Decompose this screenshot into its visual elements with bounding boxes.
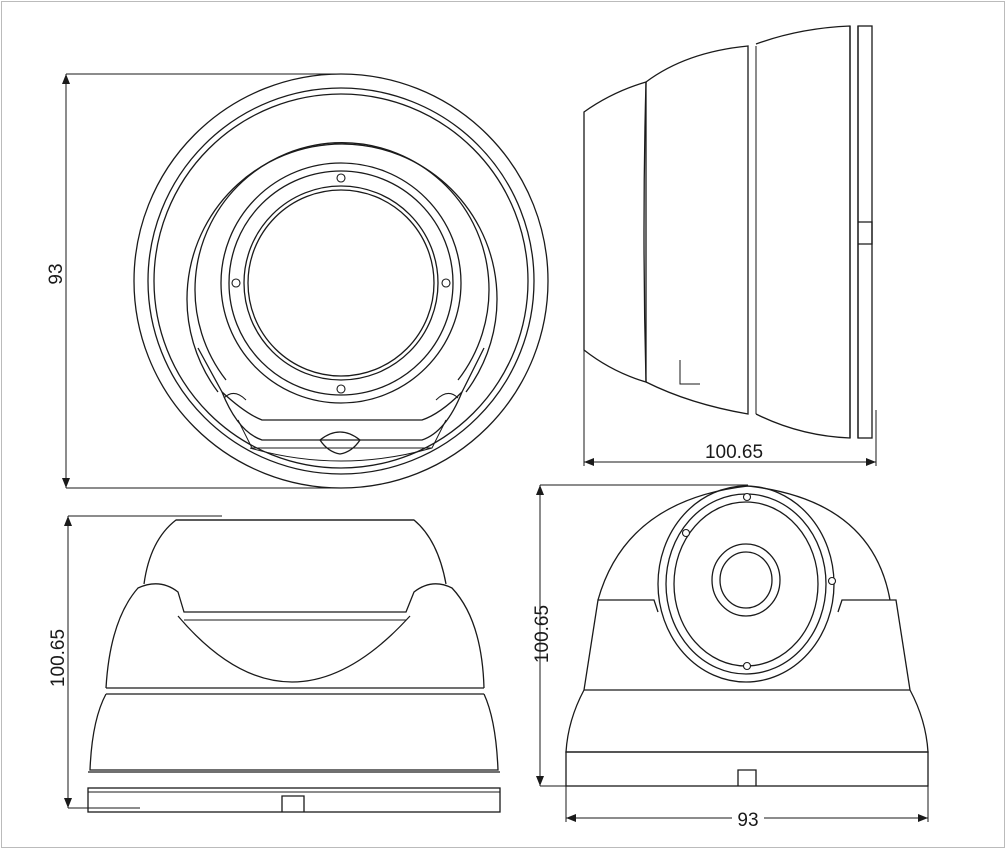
dimension-93-front: 93 (46, 73, 340, 489)
dimension-label-elevation-height: 100.65 (48, 629, 69, 687)
dimension-100-65-oblique: 100.65 (532, 484, 748, 787)
dimension-label-side-width: 100.65 (705, 442, 763, 463)
dimension-100-65-side: 100.65 (583, 330, 877, 466)
dimension-93-oblique: 93 (565, 786, 929, 831)
dimension-label-front-height: 93 (46, 263, 67, 284)
mount-hole-right (441, 278, 451, 288)
dimension-label-oblique-width: 93 (737, 810, 758, 831)
elevation-view: 100.65 (48, 515, 501, 813)
dimension-label-oblique-height: 100.65 (532, 605, 553, 663)
mount-hole-bottom (336, 384, 346, 394)
front-view: 93 (46, 73, 549, 489)
mount-hole-left (231, 278, 241, 288)
oblique-hole-left (681, 528, 691, 538)
oblique-hole-top (742, 492, 752, 502)
side-view: 100.65 (583, 25, 877, 466)
mount-hole-top (336, 173, 346, 183)
oblique-hole-right (827, 576, 837, 586)
dimension-100-65-elevation: 100.65 (48, 515, 222, 809)
oblique-view: 100.65 93 (532, 484, 929, 831)
oblique-hole-bottom (742, 661, 752, 671)
